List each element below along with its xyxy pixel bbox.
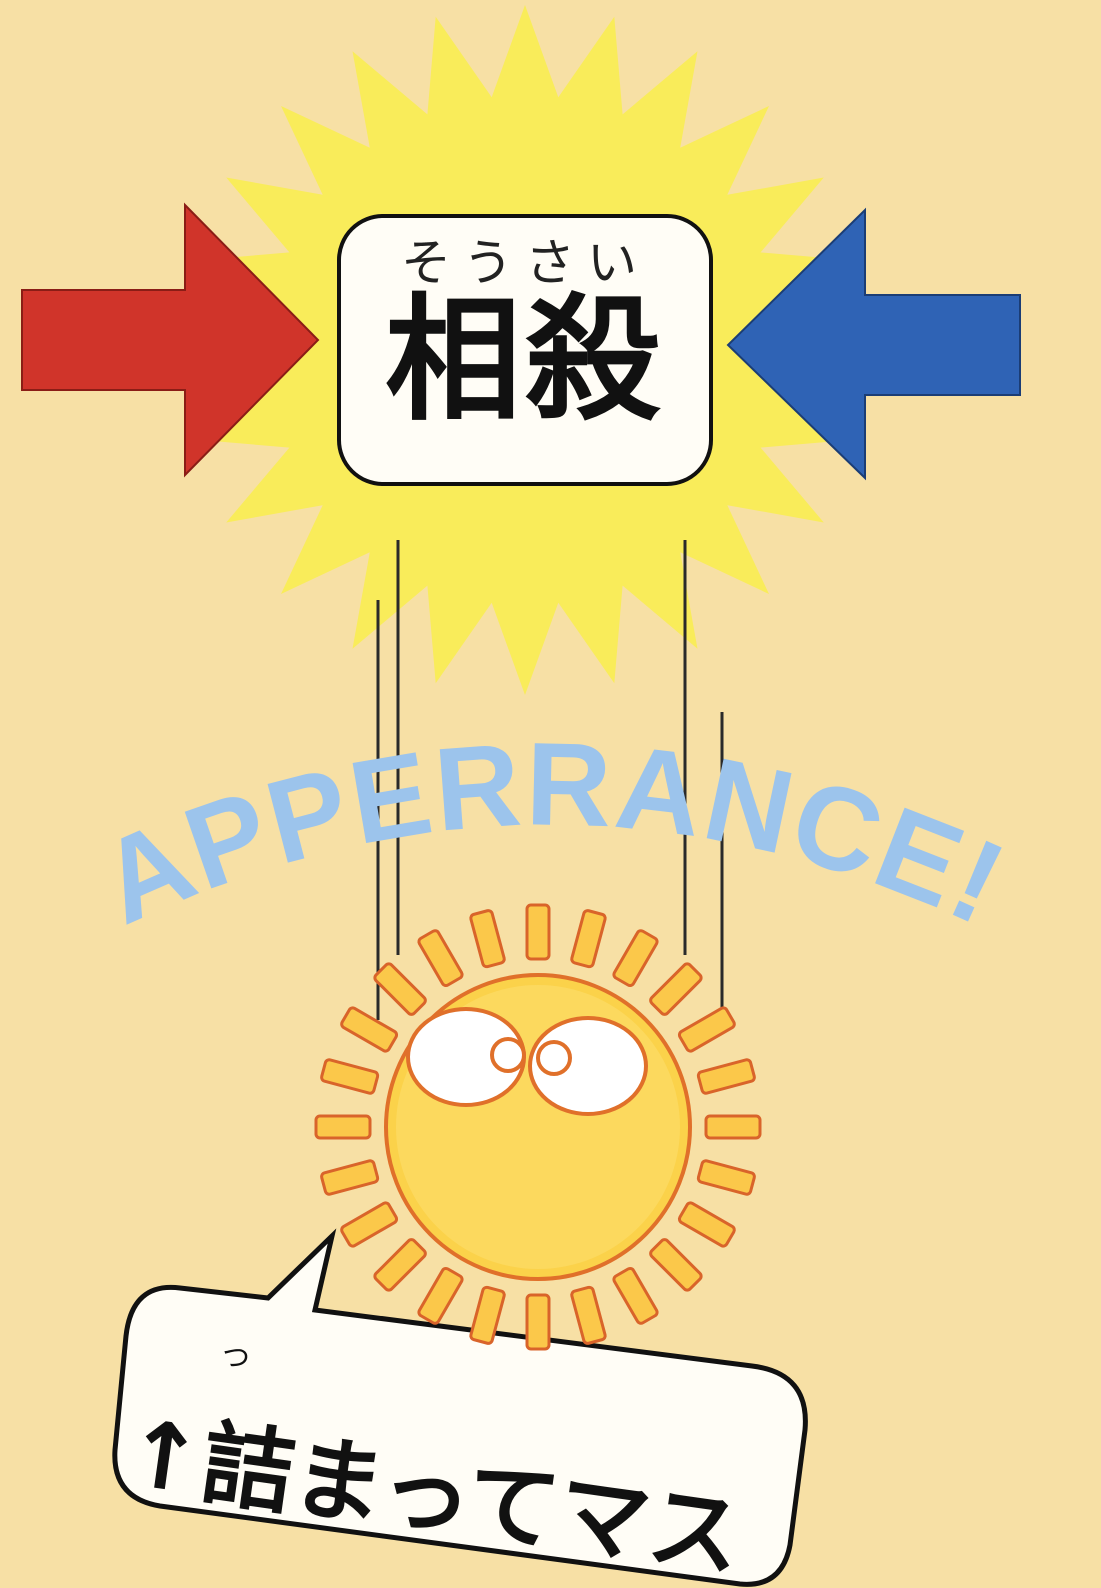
motion-lines xyxy=(376,540,724,1020)
sun-ray xyxy=(417,929,464,988)
sun-ray xyxy=(677,1006,736,1053)
sun-ray xyxy=(320,1159,380,1196)
sun-ray xyxy=(417,1266,464,1325)
sun-ray xyxy=(696,1058,756,1095)
sun-ray xyxy=(570,1285,607,1345)
sun-ray xyxy=(570,909,607,969)
sun-ray xyxy=(469,1285,506,1345)
title-text: 相殺 xyxy=(385,282,665,440)
sun-ray xyxy=(314,1114,372,1140)
sun-ray xyxy=(469,909,506,969)
sun-ray xyxy=(320,1058,380,1095)
sun-ray xyxy=(373,962,427,1016)
sun-ray xyxy=(612,929,659,988)
sun-ray xyxy=(612,1266,659,1325)
left-red-arrow-icon xyxy=(21,202,320,478)
sun-ray xyxy=(649,962,703,1016)
sun-ray xyxy=(525,1293,551,1351)
sun-ray xyxy=(704,1114,762,1140)
sun-ray xyxy=(340,1006,399,1053)
right-blue-arrow-icon xyxy=(726,207,1021,481)
sun-ray xyxy=(525,903,551,961)
title-box: そうさい 相殺 xyxy=(337,214,713,486)
sun-ray xyxy=(677,1201,736,1248)
sun-ray xyxy=(340,1201,399,1248)
bubble-reading: つ xyxy=(220,1339,252,1376)
sun-ray xyxy=(373,1238,427,1292)
word-art-text: APPERRANCE! xyxy=(82,718,1024,951)
sun-character-icon xyxy=(314,903,762,1351)
title-reading: そうさい xyxy=(401,234,649,292)
speech-bubble-icon xyxy=(112,1228,808,1587)
sun-ray xyxy=(649,1238,703,1292)
sun-ray xyxy=(696,1159,756,1196)
